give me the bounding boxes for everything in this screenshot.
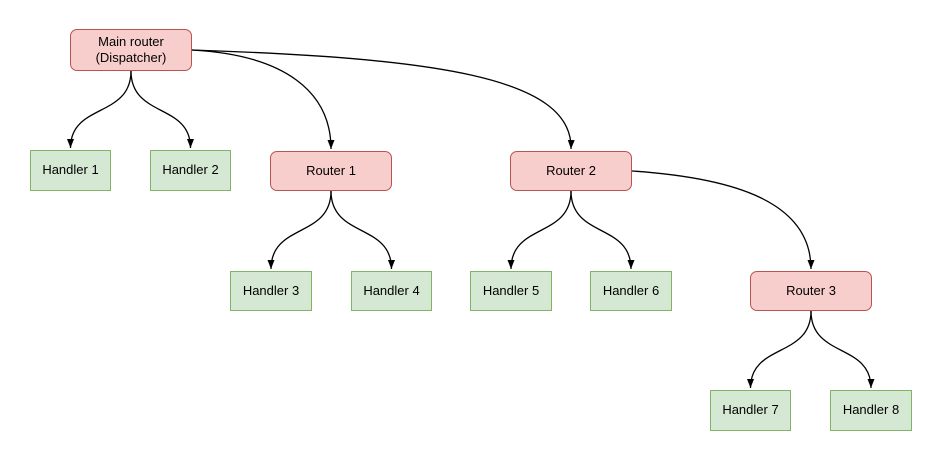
node-handler-1: Handler 1 [30, 150, 111, 191]
edge-main-router-to-handler-2 [130, 70, 194, 149]
node-handler-6: Handler 6 [590, 271, 672, 311]
node-handler-4: Handler 4 [351, 271, 432, 311]
edge-router-2-to-router-3 [631, 170, 815, 270]
node-router-1: Router 1 [270, 151, 392, 191]
node-handler-3: Handler 3 [230, 271, 312, 311]
node-handler-5: Handler 5 [470, 271, 552, 311]
edge-router-1-to-handler-4 [330, 190, 395, 270]
edge-main-router-to-handler-1 [67, 70, 132, 149]
edge-router-2-to-handler-6 [570, 190, 635, 270]
node-router-3: Router 3 [750, 271, 872, 311]
node-handler-7: Handler 7 [710, 390, 791, 431]
node-main-router: Main router (Dispatcher) [70, 29, 192, 71]
node-handler-8: Handler 8 [830, 390, 912, 431]
edge-router-3-to-handler-7 [747, 310, 812, 389]
edge-router-2-to-handler-5 [507, 190, 572, 270]
edge-main-router-to-router-2 [191, 49, 575, 150]
node-handler-2: Handler 2 [150, 150, 231, 191]
node-router-2: Router 2 [510, 151, 632, 191]
edge-main-router-to-router-1 [191, 49, 335, 150]
edge-router-3-to-handler-8 [810, 310, 875, 389]
edge-router-1-to-handler-3 [267, 190, 332, 270]
